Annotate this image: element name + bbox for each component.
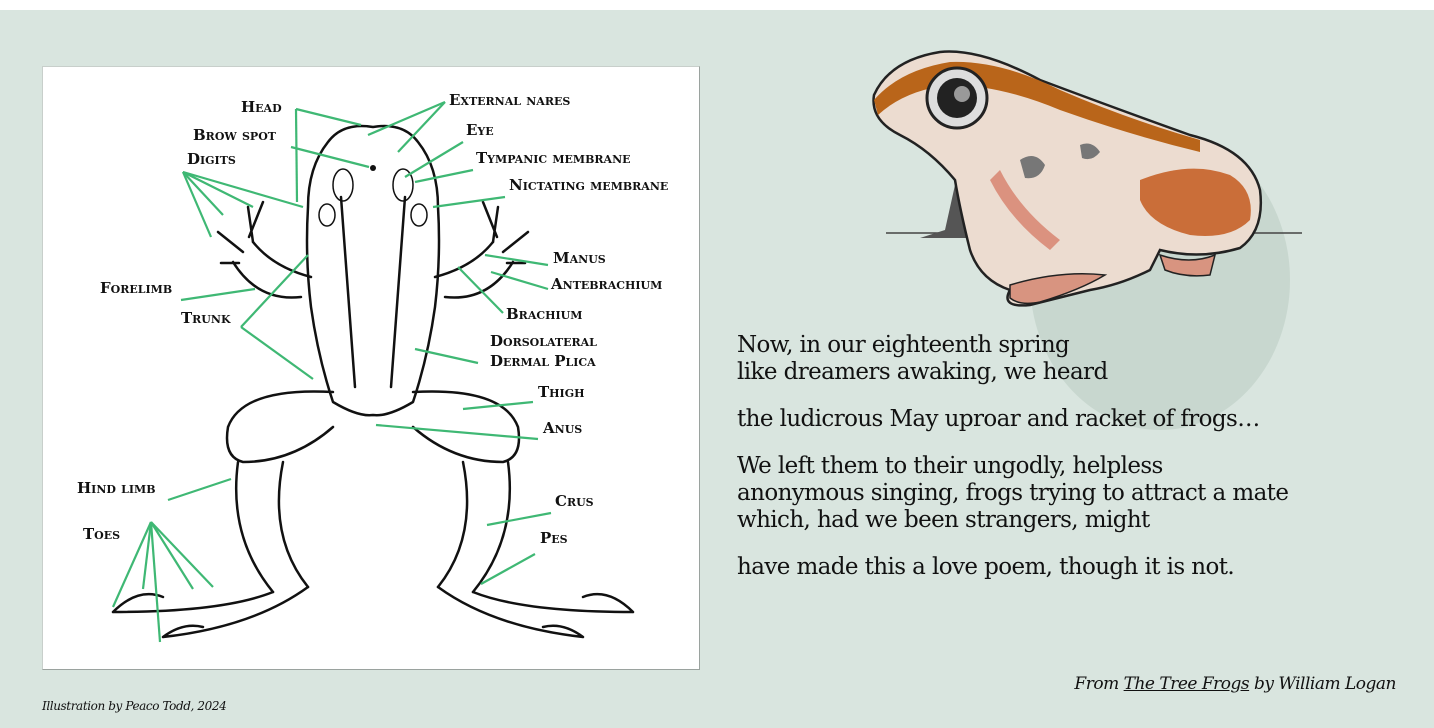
label-brachium: Brachium xyxy=(506,307,582,322)
right-pes-outline xyxy=(438,587,633,637)
label-external-nares: External nares xyxy=(449,93,570,108)
brow-spot-mark xyxy=(370,165,376,171)
label-brow-spot: Brow spot xyxy=(193,128,276,143)
label-crus: Crus xyxy=(555,494,594,509)
label-manus: Manus xyxy=(553,251,606,266)
anus-arrow xyxy=(376,425,538,439)
right-crus-outline xyxy=(438,462,510,592)
label-hind-limb: Hind limb xyxy=(77,481,156,496)
hind-limb-arrow xyxy=(168,479,231,500)
dorsolateral-plica-right xyxy=(391,197,405,387)
label-anus: Anus xyxy=(543,421,582,436)
nictating-arrow xyxy=(433,197,505,207)
head-arrow-1 xyxy=(296,109,361,125)
poem-stanza-4: have made this a love poem, though it is… xyxy=(737,554,1397,581)
poem-line: have made this a love poem, though it is… xyxy=(737,554,1397,581)
label-dorsolateral: Dorsolateral xyxy=(490,334,597,349)
poem-line: like dreamers awaking, we heard xyxy=(737,359,1397,386)
poem-stanza-1: Now, in our eighteenth spring like dream… xyxy=(737,332,1397,386)
label-eye: Eye xyxy=(466,123,494,138)
label-tympanic-membrane: Tympanic membrane xyxy=(476,151,631,166)
dorsolateral-plica-left xyxy=(341,197,355,387)
left-eye-outline xyxy=(333,169,353,201)
left-thigh-outline xyxy=(227,391,333,462)
page-background: Head Brow spot Digits External nares Eye… xyxy=(0,10,1434,728)
label-head: Head xyxy=(241,100,282,115)
left-tympanum-outline xyxy=(319,204,335,226)
right-manus-outline xyxy=(483,202,528,263)
label-digits: Digits xyxy=(187,152,236,167)
poem-excerpt: Now, in our eighteenth spring like dream… xyxy=(737,332,1397,601)
nares-arrow-2 xyxy=(398,102,445,152)
toes-arrow-3 xyxy=(151,522,160,642)
poem-stanza-3: We left them to their ungodly, helpless … xyxy=(737,453,1397,534)
forelimb-arrow xyxy=(181,289,255,300)
label-thigh: Thigh xyxy=(538,385,585,400)
head-arrow-2 xyxy=(296,109,297,202)
label-toes: Toes xyxy=(83,527,120,542)
label-dermal-plica: Dermal Plica xyxy=(490,354,596,369)
attribution-prefix: From xyxy=(1074,674,1123,694)
poem-line: Now, in our eighteenth spring xyxy=(737,332,1397,359)
poem-attribution: From The Tree Frogs by William Logan xyxy=(1074,674,1396,694)
illustration-credit: Illustration by Peaco Todd, 2024 xyxy=(42,699,226,713)
frog-side-illustration xyxy=(860,40,1320,340)
crus-arrow xyxy=(487,513,551,525)
digits-arrow-1 xyxy=(183,172,211,237)
trunk-arrow-1 xyxy=(241,255,308,327)
label-pes: Pes xyxy=(540,531,568,546)
brow-spot-arrow xyxy=(291,147,369,167)
right-tympanum-outline xyxy=(411,204,427,226)
frog-eye-highlight xyxy=(954,86,970,102)
left-crus-outline xyxy=(236,462,308,592)
label-forelimb: Forelimb xyxy=(100,281,172,296)
left-pes-outline xyxy=(113,587,308,637)
right-forelimb-outline xyxy=(435,242,513,298)
poem-line: We left them to their ungodly, helpless xyxy=(737,453,1397,480)
anatomy-diagram-panel: Head Brow spot Digits External nares Eye… xyxy=(42,66,700,670)
trunk-arrow-2 xyxy=(241,327,313,379)
attribution-author: by William Logan xyxy=(1249,674,1396,694)
toes-arrow-5 xyxy=(151,522,213,587)
label-antebrachium: Antebrachium xyxy=(551,277,662,292)
nares-arrow-1 xyxy=(368,102,445,135)
tympanic-arrow xyxy=(415,170,473,182)
attribution-title: The Tree Frogs xyxy=(1124,674,1250,694)
label-nictating-membrane: Nictating membrane xyxy=(509,178,668,193)
right-thigh-outline xyxy=(413,391,519,462)
poem-stanza-2: the ludicrous May uproar and racket of f… xyxy=(737,406,1397,433)
poem-line: anonymous singing, frogs trying to attra… xyxy=(737,480,1397,507)
poem-line: the ludicrous May uproar and racket of f… xyxy=(737,406,1397,433)
poem-line: which, had we been strangers, might xyxy=(737,507,1397,534)
label-trunk: Trunk xyxy=(181,311,231,326)
left-manus-outline xyxy=(218,202,263,263)
toes-arrow-4 xyxy=(151,522,193,589)
left-forelimb-outline xyxy=(233,242,311,298)
